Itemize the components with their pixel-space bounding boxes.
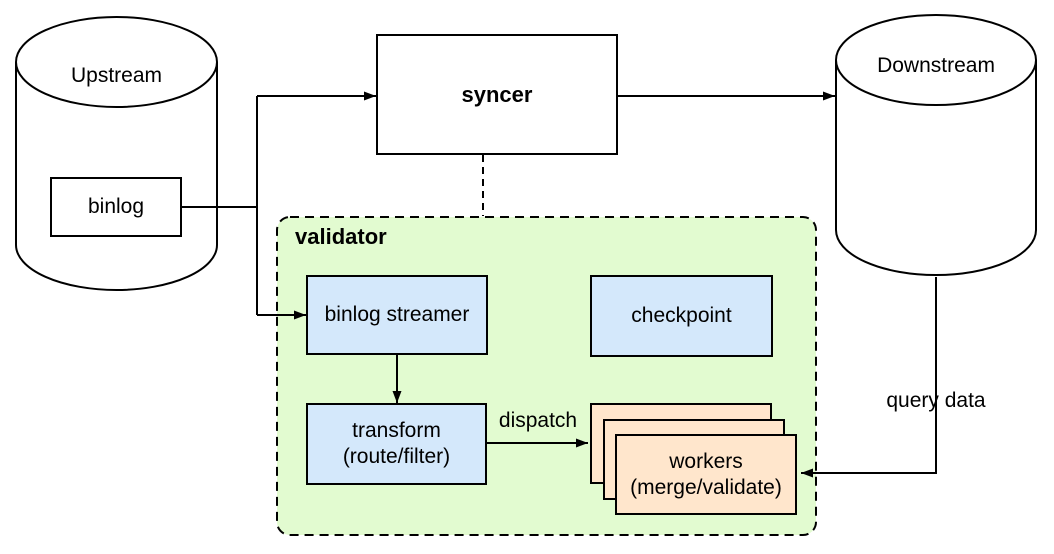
checkpoint-box: checkpoint: [590, 275, 773, 357]
dispatch-label: dispatch: [498, 409, 578, 432]
binlog-streamer-box: binlog streamer: [306, 275, 488, 355]
validator-label: validator: [295, 224, 387, 249]
binlog-box: binlog: [50, 177, 182, 237]
syncer-label: syncer: [461, 81, 533, 107]
transform-box: transform (route/filter): [306, 403, 487, 485]
workers-label-line2: (merge/validate): [630, 475, 782, 499]
workers-label-line1: workers: [669, 449, 743, 473]
downstream-database: Downstream: [835, 13, 1037, 277]
database-cylinder-icon: [15, 16, 218, 291]
query-data-label: query data: [886, 389, 986, 412]
upstream-database: Upstream: [15, 15, 218, 292]
database-cylinder-icon: [835, 14, 1037, 276]
transform-label-line2: (route/filter): [342, 445, 451, 468]
downstream-label: Downstream: [877, 54, 995, 77]
checkpoint-label: checkpoint: [631, 304, 732, 327]
worker-card-front: workers (merge/validate): [615, 434, 797, 515]
syncer-box: syncer: [376, 34, 618, 155]
binlog-label: binlog: [87, 195, 145, 218]
transform-label-line1: transform: [352, 419, 441, 442]
upstream-label: Upstream: [70, 64, 163, 87]
binlog-streamer-label: binlog streamer: [324, 303, 470, 326]
validator-group: validator binlog streamer checkpoint tra…: [276, 216, 817, 536]
workers-stack: workers (merge/validate): [590, 403, 800, 519]
edge-downstream-to-workers: [801, 277, 937, 478]
